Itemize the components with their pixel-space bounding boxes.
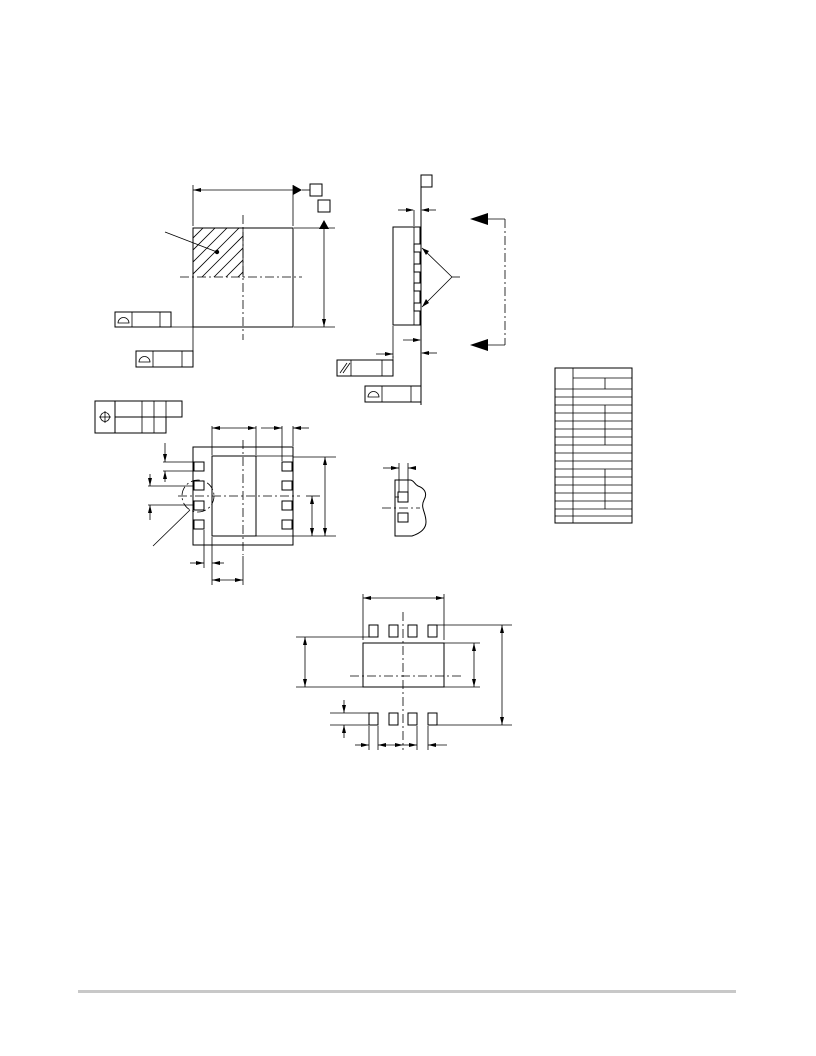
land-pad bbox=[388, 712, 399, 726]
datum-box-c bbox=[420, 174, 433, 188]
terminal-pad bbox=[193, 519, 205, 530]
terminal-pad bbox=[281, 500, 293, 511]
land-exposed-pad bbox=[362, 642, 445, 688]
land-pad bbox=[407, 624, 418, 638]
position-icon bbox=[99, 411, 111, 423]
detail-view bbox=[382, 463, 427, 537]
terminal-pad bbox=[281, 519, 293, 530]
land-pad bbox=[368, 624, 379, 638]
dimension-table bbox=[554, 367, 633, 524]
land-pad bbox=[368, 712, 379, 726]
section-arrow bbox=[470, 339, 488, 351]
detail-outline bbox=[394, 479, 427, 537]
datum-box-b bbox=[317, 199, 331, 213]
detail-circle bbox=[181, 479, 215, 513]
terminal-pad bbox=[413, 302, 422, 312]
parallelism-icon bbox=[339, 362, 348, 374]
datum-box-a bbox=[309, 183, 323, 197]
terminal-pad bbox=[413, 263, 422, 273]
datum-triangle-b bbox=[319, 220, 329, 229]
land-pattern-view bbox=[296, 594, 512, 750]
pin-one-hatch-area bbox=[193, 228, 243, 277]
land-pad bbox=[407, 712, 418, 726]
profile-surface-icon bbox=[138, 356, 151, 363]
bottom-view bbox=[148, 426, 336, 585]
footer-divider bbox=[78, 990, 736, 993]
terminal-pad bbox=[281, 480, 293, 491]
position-tolerance-frame bbox=[94, 400, 183, 434]
land-pad bbox=[388, 624, 399, 638]
terminal-pad bbox=[193, 461, 205, 472]
top-view bbox=[114, 183, 335, 368]
terminal-pad bbox=[193, 480, 205, 491]
datum-triangle-a bbox=[293, 185, 302, 195]
profile-surface-icon bbox=[367, 391, 380, 398]
section-arrow bbox=[470, 213, 488, 225]
profile-tolerance-frame-3 bbox=[364, 385, 422, 403]
terminal-pad bbox=[397, 512, 409, 523]
terminal-pad bbox=[193, 500, 205, 511]
land-pad bbox=[427, 712, 438, 726]
package-body-side bbox=[392, 226, 421, 326]
profile-tolerance-frame-2 bbox=[135, 327, 194, 368]
parallelism-frame bbox=[336, 356, 394, 377]
profile-surface-icon bbox=[117, 317, 130, 324]
terminal-pad bbox=[413, 282, 422, 292]
terminal-pad bbox=[397, 491, 409, 503]
side-view bbox=[336, 174, 506, 405]
land-pad bbox=[427, 624, 438, 638]
terminal-pad bbox=[413, 243, 422, 253]
profile-tolerance-frame-1 bbox=[114, 311, 193, 328]
terminal-pad bbox=[281, 461, 293, 472]
